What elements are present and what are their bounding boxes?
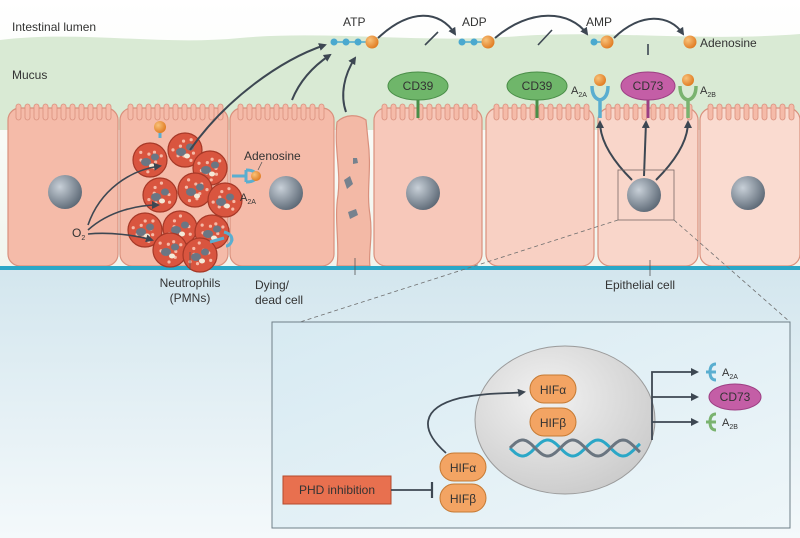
adp-molecule-icon (458, 35, 495, 49)
hif-beta-label: HIFβ (540, 416, 566, 430)
hif-alpha-label: HIFα (540, 383, 566, 397)
epithelial-cells (7, 107, 800, 267)
hif-inset (271, 321, 791, 529)
transcription-arrows (651, 368, 699, 440)
adenosine-local-label: Adenosine (244, 149, 301, 163)
o2-label: O2 (72, 226, 85, 242)
hif-alpha-nuclear (529, 374, 577, 404)
cd73-enzyme (620, 71, 676, 118)
amp-label: AMP (586, 15, 612, 29)
a2a-receptor-icon (232, 168, 261, 184)
zoom-box (617, 169, 675, 221)
a2a-local-label: A2A (240, 192, 256, 206)
labels: Intestinal lumen Mucus ATP ADP AMP Adeno… (12, 15, 757, 506)
a2a-receptor-icon (154, 121, 166, 138)
atp-release-arrows (189, 43, 357, 151)
cd73-output (708, 383, 762, 411)
cd39-label: CD39 (403, 79, 434, 93)
cd39-label: CD39 (522, 79, 553, 93)
microvilli (15, 103, 795, 121)
adenosine-top-label: Adenosine (700, 36, 757, 50)
a2b-top-label: A2B (700, 85, 716, 99)
pmn-receptors (154, 121, 261, 248)
cd39-enzyme (506, 71, 568, 118)
dna-helix (508, 438, 642, 458)
inset-a2b-label: A2B (722, 417, 738, 431)
cd73-label: CD73 (633, 79, 664, 93)
epithelial-cell-label: Epithelial cell (605, 278, 675, 292)
signaling-arrows (596, 120, 692, 181)
a2a-receptor-icon (209, 230, 234, 248)
mucus-label: Mucus (12, 68, 47, 82)
hif-beta-cytoplasmic (439, 483, 487, 513)
dying-cell-label-2: dead cell (255, 293, 303, 307)
adenosine-molecule-icon (683, 35, 697, 49)
basement-membrane (0, 266, 800, 270)
lumen-label: Intestinal lumen (12, 20, 96, 34)
phd-inhibition-box (282, 475, 392, 505)
a2a-receptor-output-icon (706, 362, 717, 382)
atp-label: ATP (343, 15, 365, 29)
dying-cell-label: Dying/ (255, 278, 290, 292)
dying-cell (335, 115, 372, 267)
a2b-receptor-icon (678, 74, 698, 118)
nucleotide-chain (330, 35, 697, 49)
cell-nuclei (48, 175, 765, 212)
cd39-enzyme (387, 71, 449, 118)
hif-beta-cyto-label: HIFβ (450, 492, 476, 506)
oxygen-arrows (87, 162, 162, 243)
adp-label: ADP (462, 15, 487, 29)
neutrophils-label: Neutrophils (160, 276, 221, 290)
conversion-arrows (377, 14, 685, 55)
zoom-line (673, 219, 791, 323)
hif-beta-nuclear (529, 407, 577, 437)
leader-lines (189, 161, 651, 276)
neutrophils-label-2: (PMNs) (170, 291, 211, 305)
hif-alpha-cyto-label: HIFα (450, 461, 476, 475)
a2b-receptor-output-icon (706, 412, 717, 432)
translocation-arrow (427, 388, 526, 454)
inset-cd73-label: CD73 (720, 390, 751, 404)
a2a-top-label: A2A (571, 85, 587, 99)
a2a-receptor-icon (590, 74, 610, 118)
amp-molecule-icon (590, 35, 614, 49)
phd-inhibition-label: PHD inhibition (299, 483, 375, 497)
hif-alpha-cytoplasmic (439, 452, 487, 482)
atp-molecule-icon (330, 35, 379, 49)
inset-a2a-label: A2A (722, 367, 738, 381)
